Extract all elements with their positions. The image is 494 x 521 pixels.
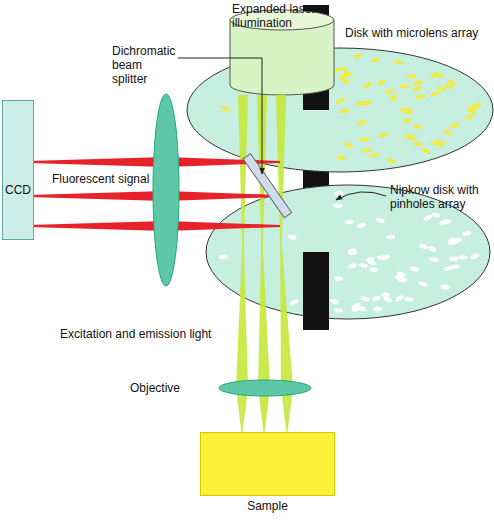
node-text: Sample	[200, 499, 335, 513]
shape: CCD	[2, 100, 34, 240]
part-label: Excitation and emission light	[60, 327, 235, 341]
beam-splitter	[243, 154, 292, 218]
rotation-arrow	[336, 192, 386, 200]
tube-lens	[153, 94, 179, 286]
part-label: Objective	[130, 381, 210, 395]
part-label: Dichromatic beam splitter	[112, 44, 180, 86]
objective-lens	[219, 380, 311, 396]
leader-line	[178, 58, 262, 174]
part-label: Expanded laser illumination	[232, 2, 342, 30]
shaft-bottom	[303, 252, 329, 330]
part-label: Fluorescent signal	[52, 172, 162, 186]
part-label: Disk with microlens array	[345, 26, 490, 40]
sample-box: Sample	[200, 432, 335, 513]
node-text: CCD	[5, 183, 31, 197]
shape	[200, 432, 335, 496]
ccd-box: CCD	[2, 100, 34, 240]
part-label: Nipkow disk with pinholes array	[390, 183, 490, 211]
